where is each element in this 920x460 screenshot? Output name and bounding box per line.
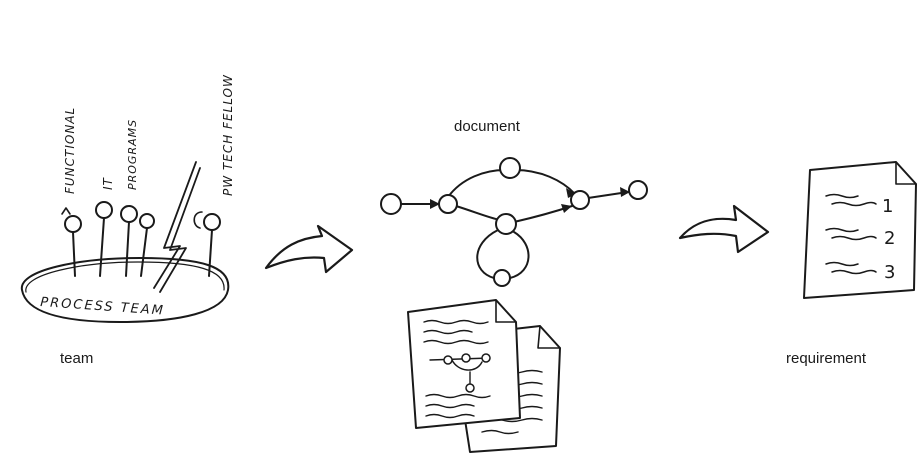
requirement-group: 1 2 3 bbox=[803, 161, 917, 299]
graph-node bbox=[499, 157, 521, 179]
document-group bbox=[380, 157, 648, 453]
graph-node bbox=[493, 269, 511, 287]
team-member-pin-3 bbox=[120, 205, 138, 277]
requirement-number-1: 1 bbox=[882, 196, 893, 217]
team-member-pin-4 bbox=[139, 213, 155, 277]
graph-node bbox=[438, 194, 458, 214]
graph-node bbox=[495, 213, 517, 235]
curved-arrow-icon-1 bbox=[264, 224, 354, 274]
team-member-pin-2 bbox=[95, 201, 113, 277]
team-group: PROCESS TEAM FUNCTIONAL IT PROG bbox=[20, 74, 235, 323]
member-label-pw-tech-fellow: PW TECH FELLOW bbox=[221, 74, 235, 196]
document-caption: document bbox=[454, 118, 520, 135]
requirement-number-2: 2 bbox=[884, 228, 895, 249]
team-member-pin-1 bbox=[61, 207, 82, 277]
graph-node bbox=[380, 193, 402, 215]
process-team-base bbox=[20, 257, 230, 323]
requirement-sheet-icon bbox=[803, 161, 917, 299]
curved-arrow-icon-2 bbox=[678, 204, 770, 254]
graph-node bbox=[628, 180, 648, 200]
document-pages-icon bbox=[407, 299, 561, 453]
process-graph-edges bbox=[400, 169, 629, 279]
process-graph-arrowheads bbox=[430, 187, 630, 213]
graph-node bbox=[570, 190, 590, 210]
process-graph-nodes bbox=[380, 157, 648, 287]
member-label-it: IT bbox=[101, 176, 115, 190]
team-caption: team bbox=[60, 350, 94, 367]
requirement-caption: requirement bbox=[786, 350, 867, 367]
team-member-pin-5 bbox=[193, 211, 221, 277]
member-label-functional: FUNCTIONAL bbox=[63, 107, 77, 194]
requirement-number-3: 3 bbox=[884, 262, 895, 283]
lightning-divider-icon bbox=[153, 161, 201, 293]
process-team-label: PROCESS TEAM bbox=[40, 295, 166, 319]
process-team-base-echo bbox=[25, 261, 225, 293]
member-label-programs: PROGRAMS bbox=[126, 119, 139, 190]
